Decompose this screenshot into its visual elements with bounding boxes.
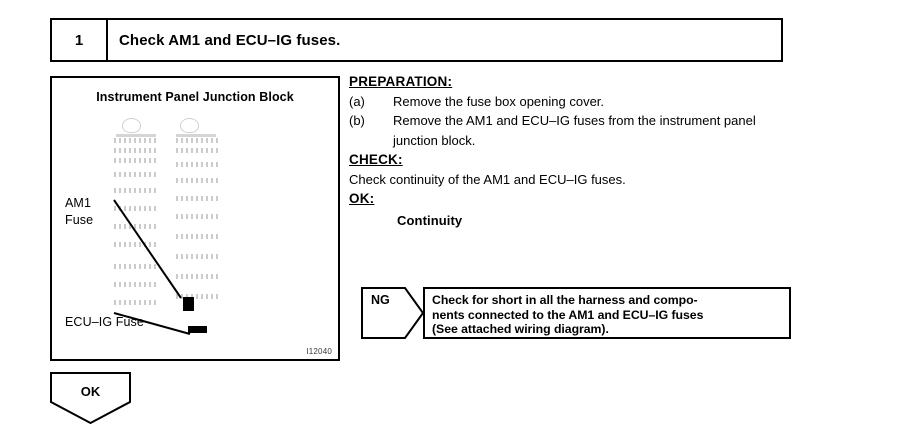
preparation-step-b: (b) Remove the AM1 and ECU–IG fuses from… (349, 111, 794, 150)
ecu-ig-fuse-marker (188, 326, 207, 333)
illustration-panel: Instrument Panel Junction Block (50, 76, 340, 361)
preparation-heading: PREPARATION: (349, 74, 453, 89)
figure-code: I12040 (306, 347, 332, 356)
check-text: Check continuity of the AM1 and ECU–IG f… (349, 171, 626, 187)
step-a-marker: (a) (349, 93, 365, 109)
step-b-text: Remove the AM1 and ECU–IG fuses from the… (393, 113, 756, 148)
ecu-ig-fuse-label: ECU–IG Fuse (65, 315, 144, 329)
preparation-step-a: (a) Remove the fuse box opening cover. (349, 92, 794, 112)
ok-heading: OK: (349, 191, 375, 206)
ng-flag-shape: NG (361, 287, 425, 339)
step-header-box: 1 Check AM1 and ECU–IG fuses. (50, 18, 783, 62)
ng-action-line-2: nents connected to the AM1 and ECU–IG fu… (432, 307, 704, 322)
step-number: 1 (52, 20, 108, 60)
illustration-caption: Instrument Panel Junction Block (96, 90, 294, 104)
step-a-text: Remove the fuse box opening cover. (393, 93, 605, 109)
ng-action-line-1: Check for short in all the harness and c… (432, 293, 698, 307)
ok-branch-pentagon: OK (50, 372, 131, 424)
ng-action-box: Check for short in all the harness and c… (423, 287, 791, 339)
ng-action-line-3: (See attached wiring diagram). (432, 322, 609, 337)
artwork-column-left (110, 114, 162, 324)
step-b-marker: (b) (349, 113, 365, 128)
am1-fuse-label: AM1 Fuse (65, 196, 94, 227)
am1-fuse-marker (183, 297, 194, 311)
ok-branch-label: OK (80, 384, 101, 399)
step-title: Check AM1 and ECU–IG fuses. (119, 31, 341, 49)
ok-result-value: Continuity (397, 212, 463, 228)
ng-flag-label: NG (371, 293, 390, 307)
instructions-block: PREPARATION: (a) Remove the fuse box ope… (349, 72, 794, 230)
junction-block-artwork (110, 114, 232, 324)
ng-branch: NG Check for short in all the harness an… (361, 287, 791, 339)
check-heading: CHECK: (349, 152, 403, 167)
artwork-column-right (172, 114, 224, 324)
